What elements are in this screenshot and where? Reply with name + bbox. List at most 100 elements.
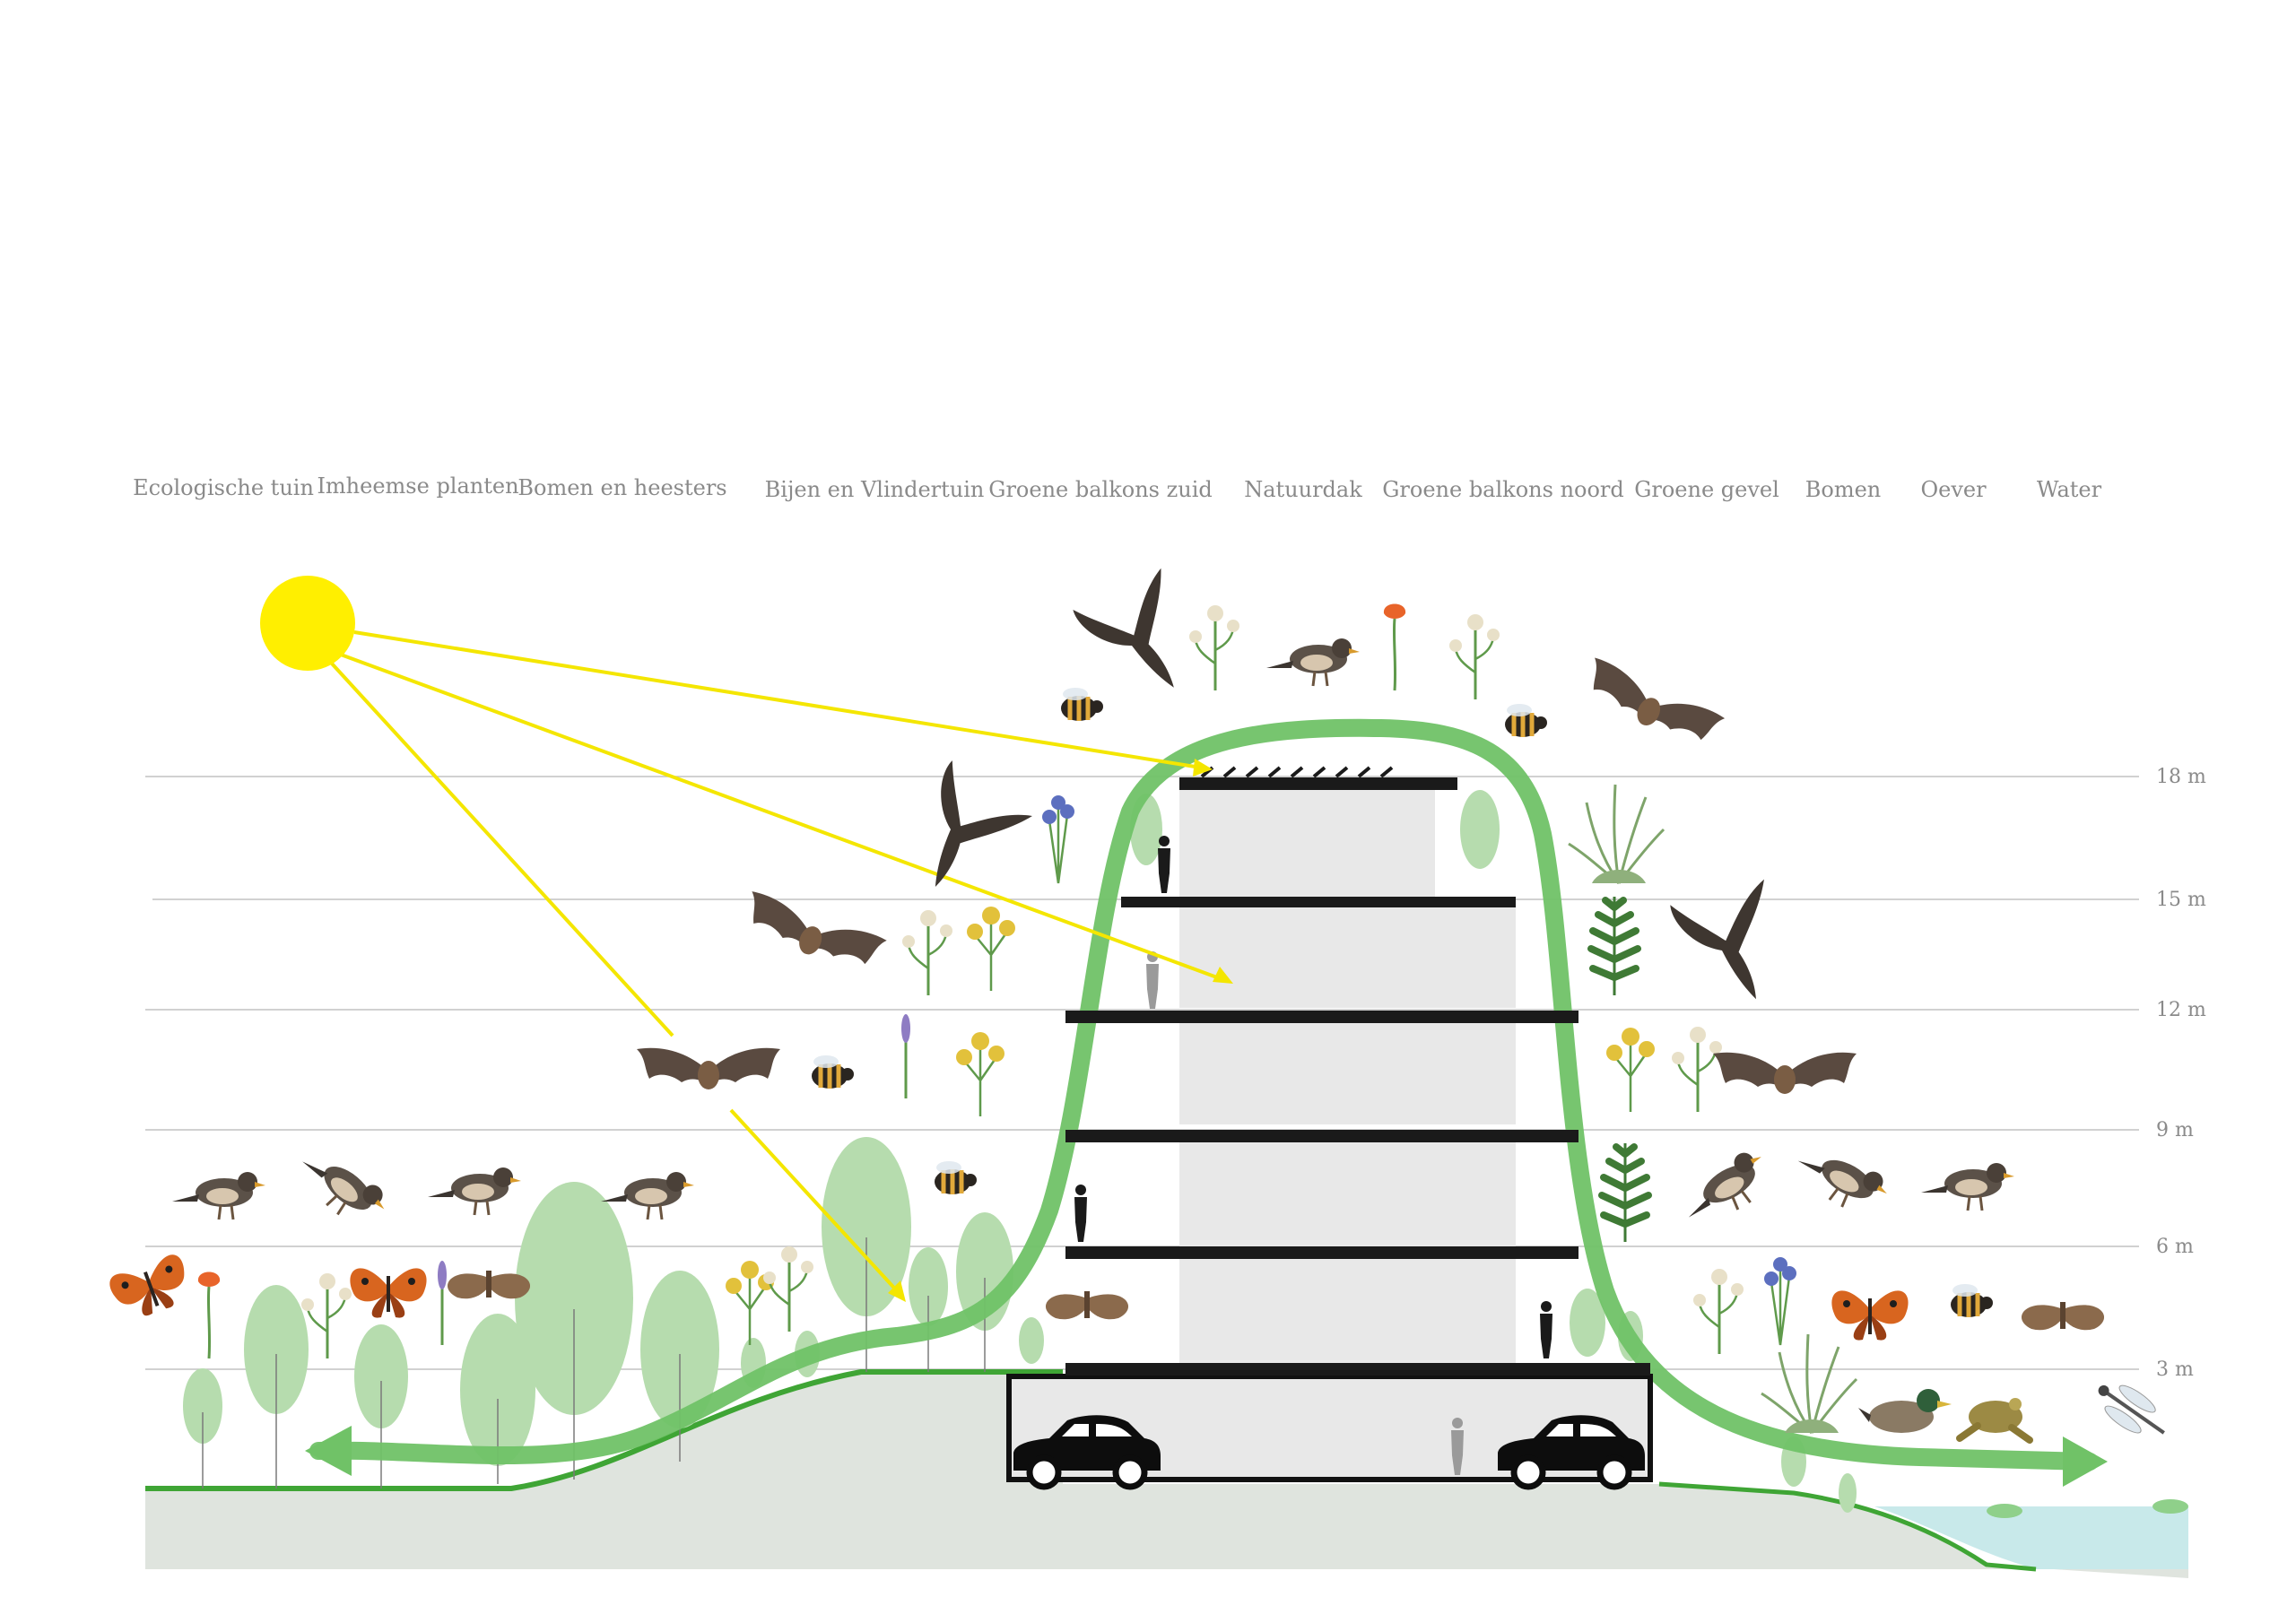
- bird-icon: [1672, 1143, 1780, 1235]
- roof-slab: [1179, 777, 1457, 790]
- zone-label-oever: Oever: [1920, 477, 1987, 502]
- zone-label-groene-gevel: Groene gevel: [1634, 477, 1779, 502]
- tree-icon: [515, 1182, 633, 1415]
- corridor-arrow-east: [2063, 1436, 2108, 1487]
- fern-icon: [1591, 897, 1638, 995]
- flower-icon: [954, 1030, 1006, 1118]
- floor-5: [1179, 907, 1516, 1008]
- bat-icon: [737, 890, 888, 979]
- bee-icon: [1505, 704, 1547, 737]
- tree-icon: [244, 1285, 309, 1414]
- tree-icon: [909, 1247, 948, 1326]
- water-plant: [2152, 1499, 2188, 1514]
- moth-icon: [447, 1271, 531, 1299]
- dragonfly-icon: [2088, 1371, 2176, 1449]
- bat-icon: [1578, 656, 1726, 755]
- bird-icon: [1919, 1161, 2016, 1212]
- flower-icon: [1605, 1026, 1657, 1114]
- water-body: [1874, 1506, 2188, 1569]
- duck-icon: [1858, 1389, 1952, 1433]
- zone-label-imheemse-planten: Imheemse planten: [317, 473, 518, 499]
- sun-ray-arrowheads: [888, 759, 1233, 1302]
- height-label-3m: 3 m: [2156, 1358, 2194, 1381]
- height-label-12m: 12 m: [2156, 999, 2206, 1021]
- tree-icon: [354, 1324, 408, 1428]
- zone-label-bijen-en-vlindertuin: Bijen en Vlindertuin: [765, 477, 985, 502]
- bat-icon: [637, 1047, 780, 1089]
- flower-icon: [965, 905, 1017, 993]
- ground-line: [145, 1369, 1063, 1491]
- bee-icon: [1951, 1284, 1993, 1317]
- tree-icon: [822, 1137, 911, 1316]
- height-labels: 18 m 15 m 12 m 9 m 6 m 3 m: [2156, 766, 2206, 1381]
- green-corridor: [309, 718, 2099, 1471]
- zone-label-water: Water: [2037, 477, 2102, 502]
- bird-icon: [170, 1170, 267, 1221]
- zone-label-natuurdak: Natuurdak: [1244, 477, 1362, 502]
- zone-label-bomen-en-heesters: Bomen en heesters: [517, 475, 726, 500]
- tree-icon: [1570, 1289, 1605, 1357]
- floor-slab: [1065, 1130, 1578, 1142]
- person-icon: [1540, 1301, 1552, 1358]
- tree-icon: [460, 1314, 535, 1466]
- bat-icon: [1713, 1052, 1857, 1094]
- bird-icon: [1069, 568, 1201, 711]
- ground-mass: [145, 1372, 2188, 1578]
- sun-rays: [330, 630, 1225, 1298]
- flower-icon: [1670, 1025, 1724, 1114]
- floor-3: [1179, 1134, 1516, 1246]
- bird-icon: [1787, 1133, 1895, 1225]
- zone-label-bomen: Bomen: [1805, 477, 1882, 502]
- floor-slab: [1065, 1011, 1578, 1023]
- tree-icon: [640, 1271, 719, 1428]
- tree-icon: [1019, 1317, 1044, 1364]
- height-label-18m: 18 m: [2156, 766, 2206, 788]
- zone-label-groene-balkons-zuid: Groene balkons zuid: [988, 477, 1212, 502]
- flower-icon: [900, 908, 954, 997]
- butterfly-icon: [1831, 1290, 1909, 1341]
- bird-icon: [426, 1166, 523, 1217]
- floor-6: [1179, 786, 1435, 898]
- floor-2: [1179, 1255, 1516, 1367]
- height-label-6m: 6 m: [2156, 1236, 2194, 1258]
- ground-line-east: [1658, 1481, 2037, 1572]
- flower-icon: [761, 1245, 815, 1333]
- tree-icon: [183, 1368, 222, 1444]
- flower-icon: [196, 1271, 222, 1360]
- frog-icon: [1960, 1398, 2030, 1440]
- flower-icon: [1187, 603, 1241, 692]
- bird-icon: [1265, 637, 1361, 688]
- building-section: [1006, 766, 1653, 1487]
- moth-icon: [2021, 1302, 2105, 1331]
- zone-label-ecologische-tuin: Ecologische tuin: [133, 475, 314, 500]
- fern-icon: [1602, 1143, 1648, 1242]
- floor-slab: [1121, 897, 1516, 907]
- flower-icon: [436, 1259, 448, 1347]
- flower-icon: [300, 1271, 353, 1360]
- grass-icon: [1567, 783, 1665, 885]
- sun-icon: [260, 576, 355, 671]
- tree-icon: [1839, 1473, 1857, 1513]
- zone-labels: Ecologische tuin Imheemse planten Bomen …: [133, 473, 2102, 502]
- height-label-15m: 15 m: [2156, 889, 2206, 911]
- flower-icon: [1692, 1267, 1745, 1356]
- floor-slab: [1065, 1246, 1578, 1259]
- corridor-arrow-west: [305, 1426, 352, 1476]
- flower-icon: [1448, 612, 1501, 701]
- person-icon: [1146, 951, 1159, 1009]
- tree-icon: [1460, 790, 1500, 869]
- solar-panels: [1200, 766, 1394, 778]
- bee-icon: [935, 1161, 977, 1194]
- bee-icon: [1061, 688, 1103, 721]
- ground-slab: [1065, 1363, 1650, 1376]
- flower-icon: [1762, 1255, 1798, 1347]
- species: [106, 568, 2176, 1449]
- water-plant: [1987, 1504, 2022, 1518]
- floor-4: [1179, 1015, 1516, 1124]
- bird-icon: [599, 1170, 696, 1221]
- zone-label-groene-balkons-noord: Groene balkons noord: [1382, 477, 1624, 502]
- person-icon: [1074, 1185, 1087, 1242]
- flower-icon: [1382, 603, 1407, 692]
- butterfly-icon: [350, 1268, 427, 1318]
